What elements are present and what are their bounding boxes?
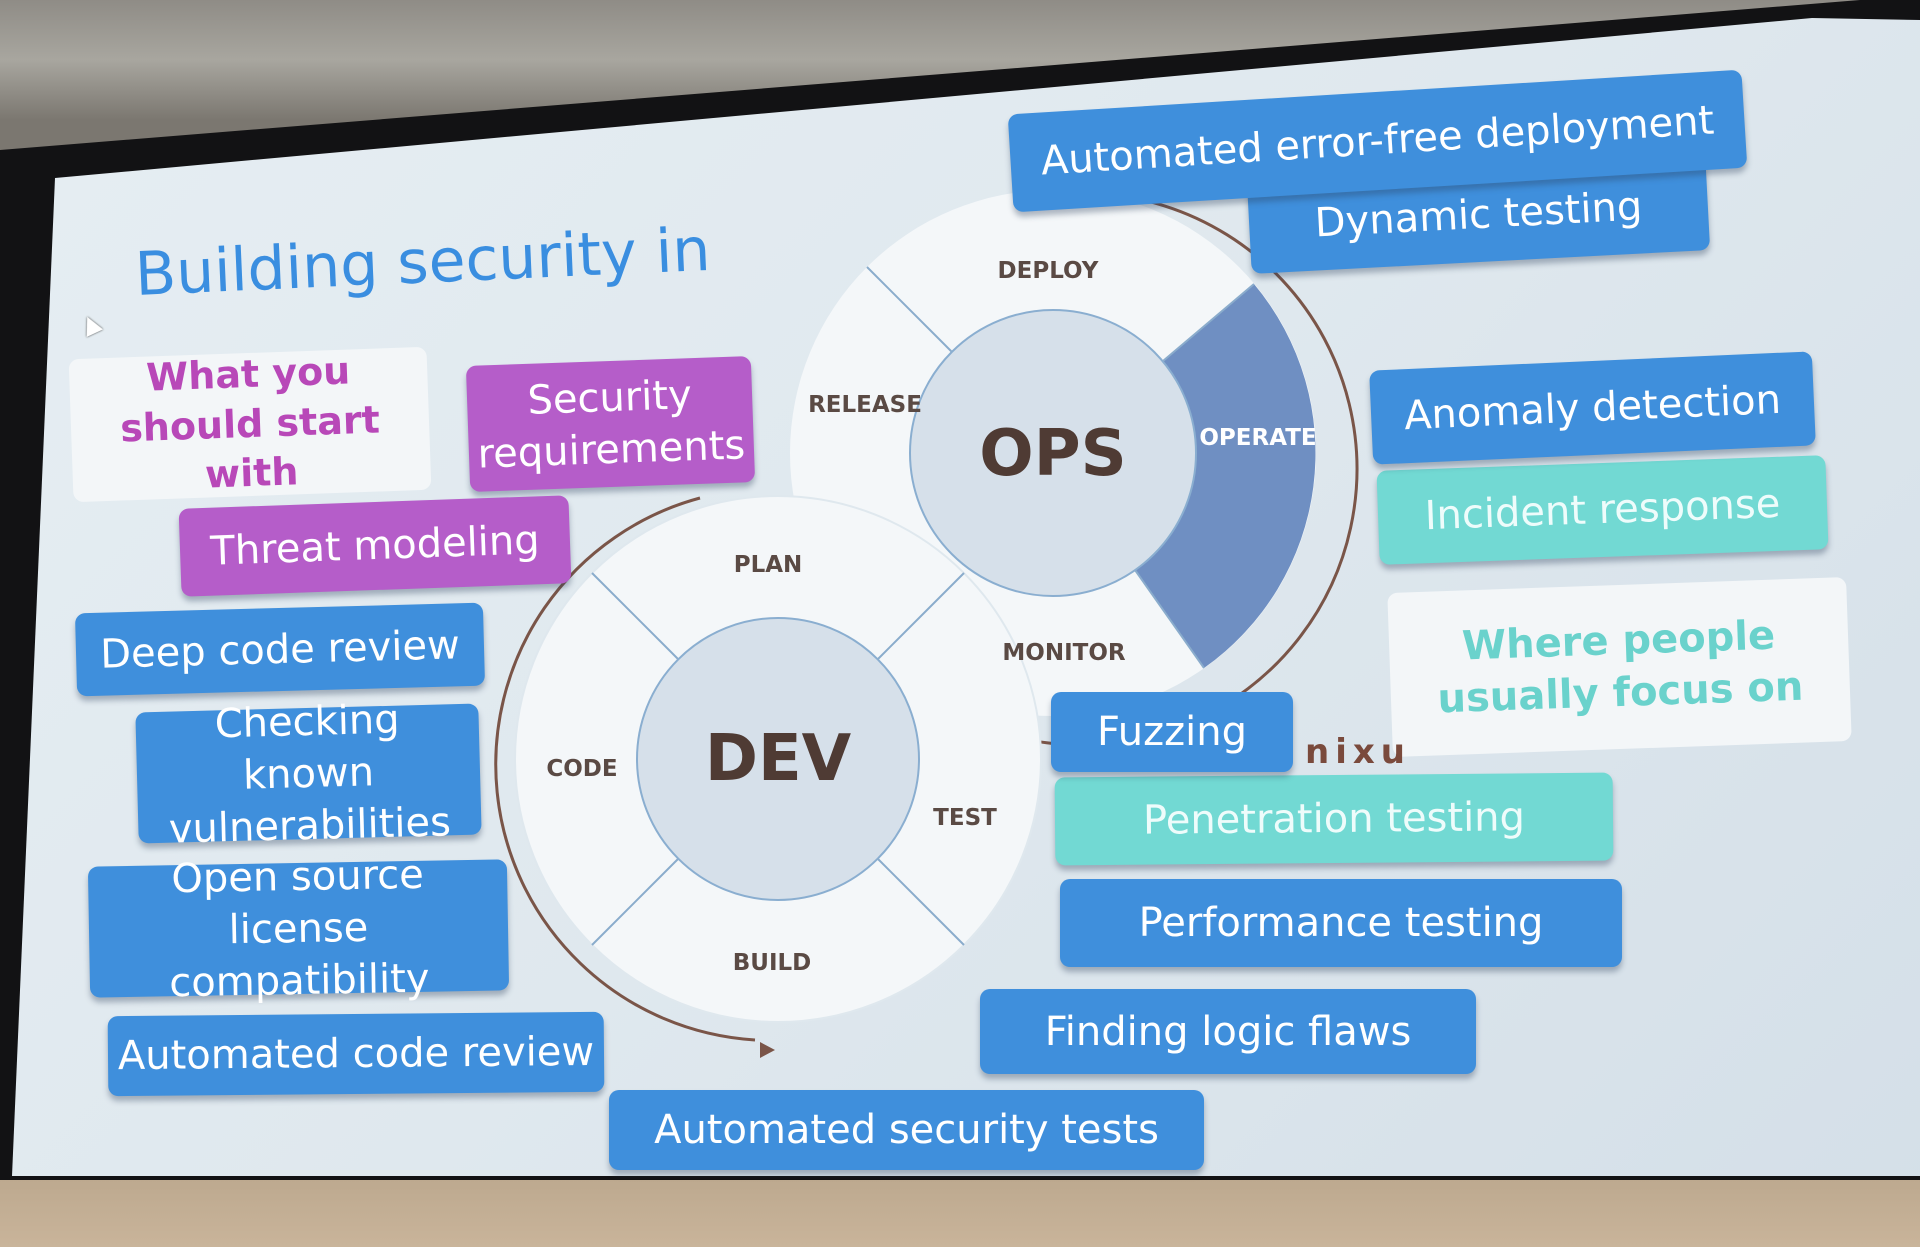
operate-label: OPERATE [1199, 425, 1316, 451]
code-label: CODE [546, 756, 617, 782]
box-open-source-license: Open source license compatibility [87, 851, 510, 1006]
build-label: BUILD [733, 950, 812, 976]
nixu-logo: nixu [1305, 732, 1411, 772]
loop-arrow-icon [760, 1042, 775, 1058]
note-focus: Where people usually focus on [1387, 577, 1852, 757]
dev-label: DEV [705, 722, 852, 796]
box-automated-code-review: Automated code review [107, 1011, 605, 1097]
plan-label: PLAN [734, 552, 803, 578]
loop-arc-dev [494, 496, 756, 1042]
ops-label: OPS [979, 417, 1126, 491]
box-penetration-testing: Penetration testing [1054, 772, 1614, 866]
wall [0, 1180, 1920, 1247]
deploy-label: DEPLOY [998, 258, 1099, 284]
release-label: RELEASE [808, 392, 922, 418]
box-security-requirements: Security requirements [465, 356, 756, 492]
operate-segment [1135, 284, 1316, 668]
box-performance-testing: Performance testing [1060, 879, 1622, 967]
box-finding-logic-flaws: Finding logic flaws [980, 989, 1476, 1074]
box-incident-response: Incident response [1376, 455, 1829, 565]
box-threat-modeling: Threat modeling [178, 495, 572, 597]
box-deep-code-review: Deep code review [74, 602, 486, 697]
box-automated-security-tests: Automated security tests [609, 1090, 1204, 1170]
note-start-with: What you should start with [68, 346, 432, 503]
box-fuzzing: Fuzzing [1051, 692, 1293, 772]
box-anomaly-detection: Anomaly detection [1369, 351, 1816, 465]
dev-ring [514, 495, 1042, 1023]
test-label: TEST [933, 805, 997, 831]
box-checking-known-vulnerabilities: Checking known vulnerabilities [135, 696, 482, 852]
monitor-label: MONITOR [1002, 640, 1125, 666]
